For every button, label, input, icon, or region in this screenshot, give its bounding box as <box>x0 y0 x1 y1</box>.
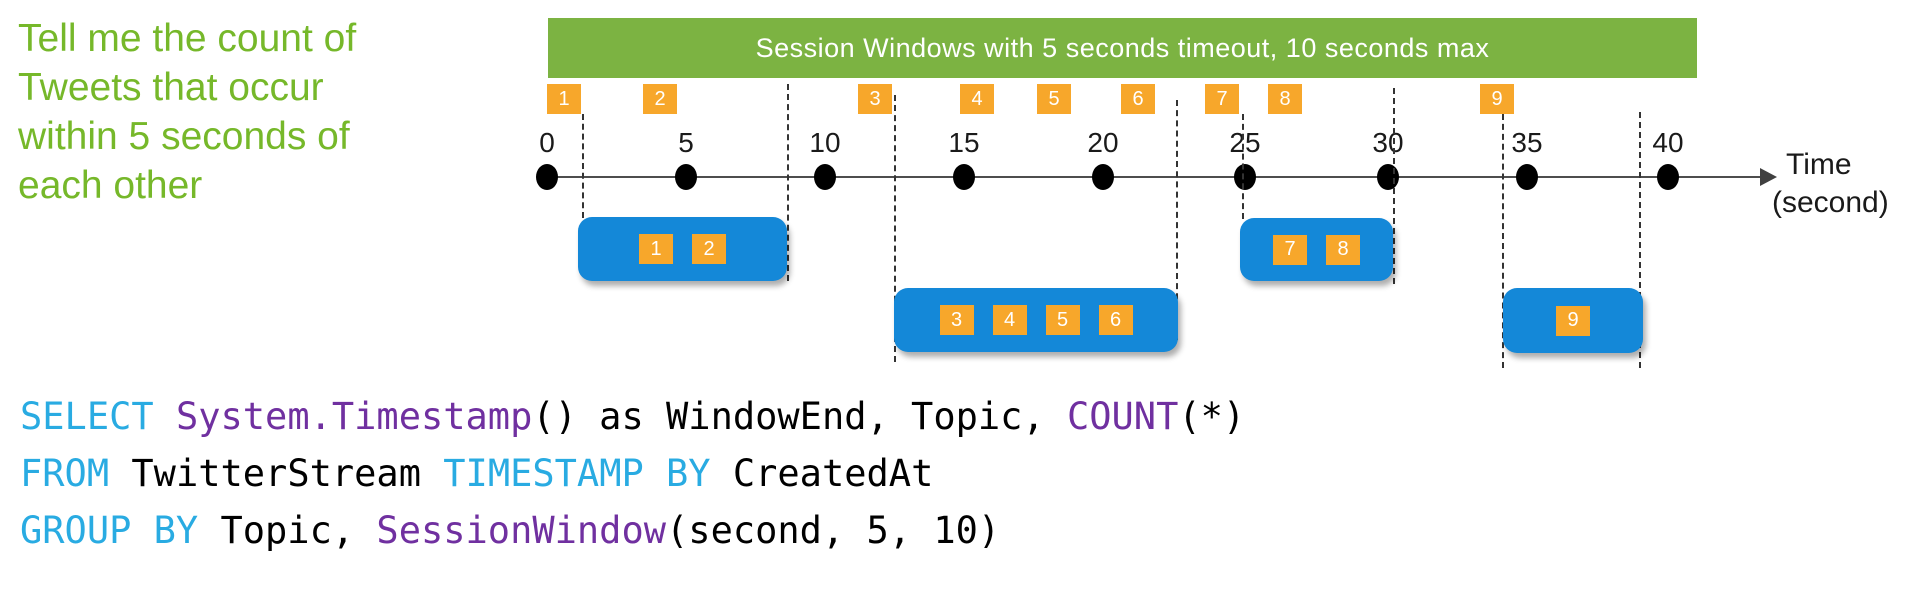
time-axis-line <box>540 176 1766 178</box>
tick-label-10: 10 <box>809 127 841 158</box>
tick-label-40: 40 <box>1652 127 1684 158</box>
timeline-dot-5 <box>675 164 697 190</box>
sql-token-keyword: TIMESTAMP BY <box>443 452 733 495</box>
session-window-4: 9 <box>1503 288 1643 353</box>
time-axis-label-line2: (second) <box>1772 186 1889 219</box>
sql-line-1: SELECT System.Timestamp() as WindowEnd, … <box>20 388 1245 445</box>
event-marker-7: 7 <box>1205 84 1239 114</box>
event-marker-5: 5 <box>1037 84 1071 114</box>
sql-token-plain: TwitterStream <box>131 452 444 495</box>
window-event-2: 2 <box>692 234 726 264</box>
session-window-banner: Session Windows with 5 seconds timeout, … <box>548 18 1697 78</box>
window-boundary-7 <box>1502 114 1504 368</box>
sql-token-plain: (second, 5, 10) <box>666 509 1001 552</box>
event-marker-4: 4 <box>960 84 994 114</box>
banner-label: Session Windows with 5 seconds timeout, … <box>755 32 1490 63</box>
window-event-1: 1 <box>639 234 673 264</box>
tick-label-30: 30 <box>1372 127 1404 158</box>
timeline-dot-0 <box>536 164 558 190</box>
sql-line-3: GROUP BY Topic, SessionWindow(second, 5,… <box>20 502 1245 559</box>
sql-token-plain: () as WindowEnd, Topic, <box>532 395 1067 438</box>
window-boundary-2 <box>787 84 789 281</box>
time-axis-arrow-icon <box>1760 168 1777 186</box>
sql-query: SELECT System.Timestamp() as WindowEnd, … <box>20 388 1245 559</box>
window-event-3: 3 <box>939 305 974 335</box>
window-boundary-8 <box>1639 112 1641 368</box>
window-boundary-3 <box>894 95 896 362</box>
sql-token-function: SessionWindow <box>376 509 667 552</box>
tick-label-5: 5 <box>678 127 694 158</box>
event-marker-1: 1 <box>547 84 581 114</box>
event-marker-6: 6 <box>1121 84 1155 114</box>
tick-label-0: 0 <box>539 127 555 158</box>
window-event-8: 8 <box>1326 234 1360 265</box>
window-boundary-5 <box>1242 114 1244 219</box>
sql-token-plain: CreatedAt <box>732 452 934 495</box>
window-boundary-1 <box>582 114 584 218</box>
event-marker-8: 8 <box>1268 84 1302 114</box>
tick-label-25: 25 <box>1229 127 1261 158</box>
timeline-dot-20 <box>1092 164 1114 190</box>
timeline-dot-25 <box>1234 164 1256 190</box>
sql-token-keyword: SELECT <box>20 395 176 438</box>
timeline-dot-30 <box>1377 164 1399 190</box>
tick-label-20: 20 <box>1087 127 1119 158</box>
timeline-dot-35 <box>1516 164 1538 190</box>
window-boundary-6 <box>1393 88 1395 284</box>
sql-line-2: FROM TwitterStream TIMESTAMP BY CreatedA… <box>20 445 1245 502</box>
sql-token-plain: Topic, <box>220 509 377 552</box>
timeline-dot-10 <box>814 164 836 190</box>
sql-token-function: COUNT <box>1066 395 1179 438</box>
sql-token-function: System.Timestamp <box>175 395 533 438</box>
window-boundary-4 <box>1176 100 1178 340</box>
window-event-7: 7 <box>1273 234 1307 265</box>
event-marker-3: 3 <box>858 84 892 114</box>
window-event-6: 6 <box>1098 305 1133 335</box>
tick-label-15: 15 <box>948 127 980 158</box>
time-axis-label: Time (second) <box>1772 146 1889 222</box>
time-axis-label-line1: Time <box>1786 148 1852 181</box>
sql-token-plain: (*) <box>1178 395 1246 438</box>
window-event-9: 9 <box>1556 305 1590 336</box>
timeline-dot-40 <box>1657 164 1679 190</box>
instruction-text: Tell me the count of Tweets that occur w… <box>18 17 357 207</box>
event-marker-2: 2 <box>643 84 677 114</box>
timeline-dot-15 <box>953 164 975 190</box>
event-marker-9: 9 <box>1480 84 1514 114</box>
window-event-4: 4 <box>992 305 1027 335</box>
window-event-5: 5 <box>1045 305 1080 335</box>
sql-token-keyword: FROM <box>20 452 132 495</box>
sql-token-keyword: GROUP BY <box>20 509 221 552</box>
tick-label-35: 35 <box>1511 127 1543 158</box>
